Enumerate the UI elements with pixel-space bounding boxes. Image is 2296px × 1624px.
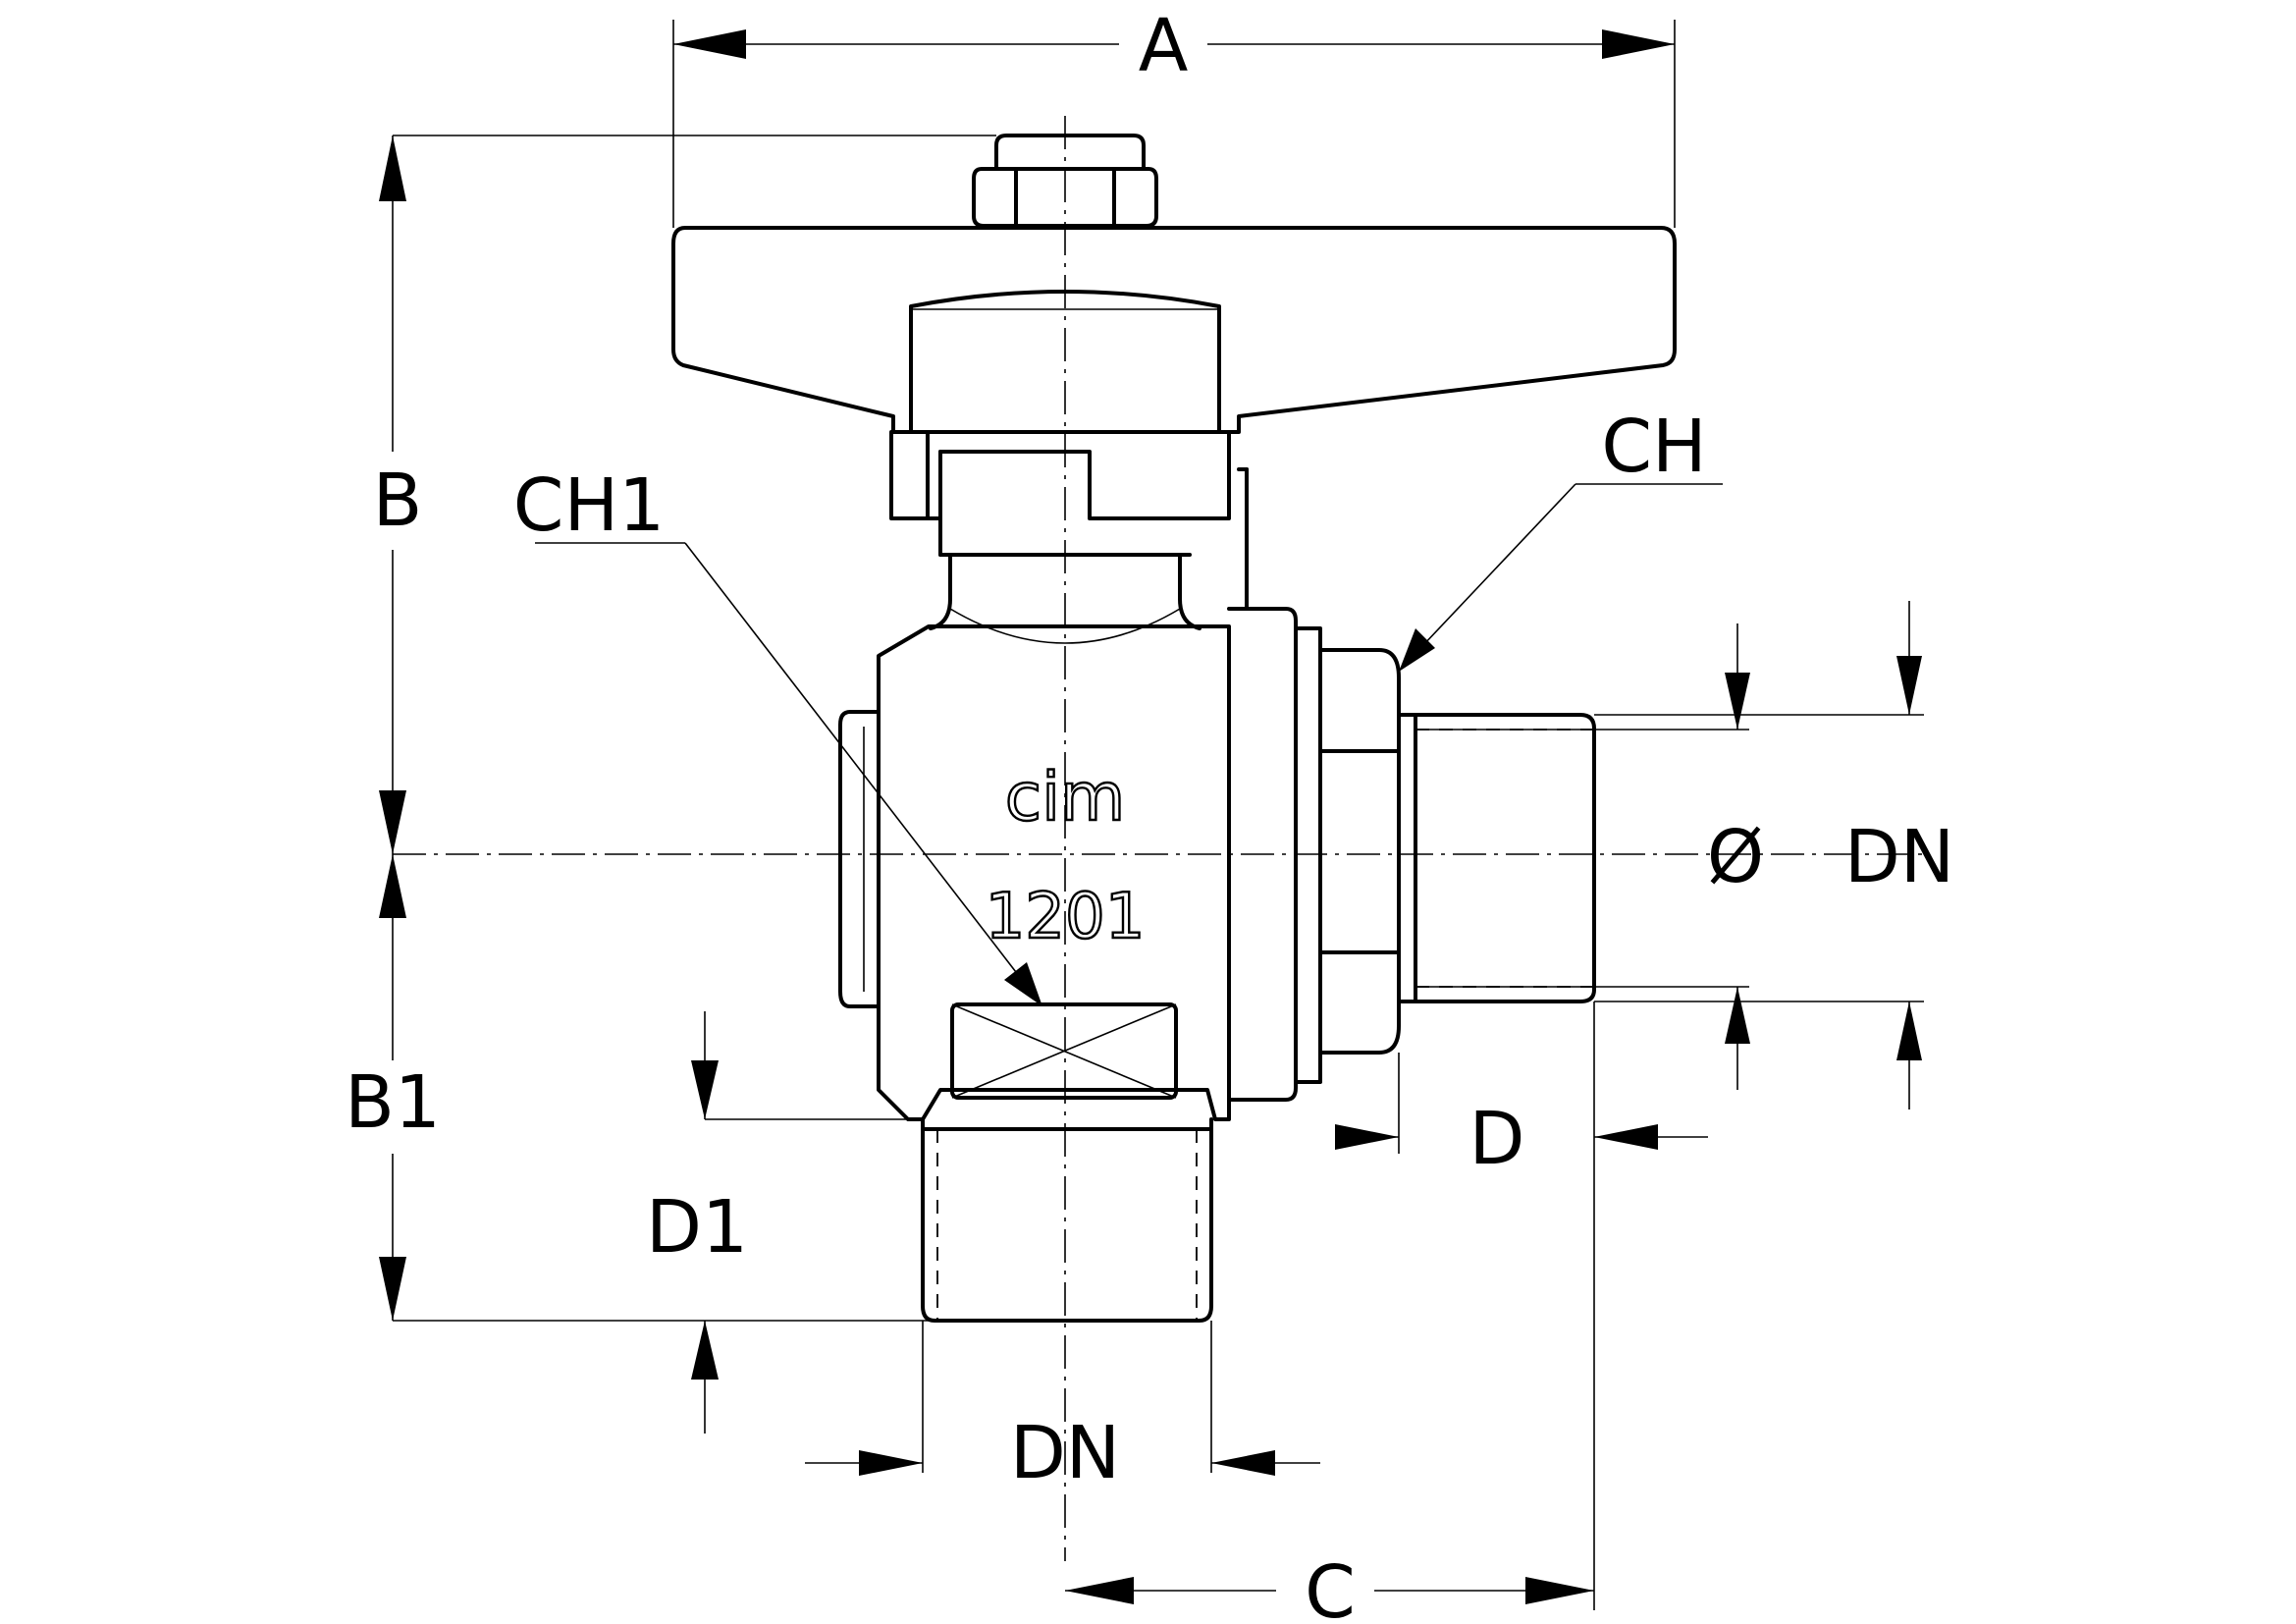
- dimension-d: D: [1335, 1053, 1708, 1181]
- butterfly-handle: [671, 134, 1677, 611]
- label-diameter: Ø: [1707, 815, 1764, 899]
- body-markings: cim 1201: [984, 758, 1146, 954]
- label-b1: B1: [345, 1060, 441, 1145]
- label-b: B: [373, 459, 423, 543]
- label-dn-bottom: DN: [1010, 1411, 1120, 1495]
- dimension-diameter-dn-right: Ø DN: [1415, 601, 1954, 1110]
- label-ch: CH: [1601, 405, 1706, 489]
- brand-marking: cim: [1005, 759, 1126, 837]
- label-d1: D1: [646, 1185, 748, 1270]
- label-dn-right: DN: [1844, 815, 1954, 899]
- dimension-dn-bottom: DN: [805, 1321, 1320, 1495]
- dimension-b: B: [373, 135, 996, 854]
- label-d: D: [1469, 1097, 1525, 1181]
- dimension-d1: D1: [646, 1011, 923, 1434]
- right-port: [1397, 713, 1596, 1003]
- leader-ch: CH: [1399, 405, 1723, 672]
- leader-ch1: CH1: [513, 463, 1042, 1006]
- label-ch1: CH1: [513, 463, 665, 548]
- bottom-port: [921, 1117, 1213, 1323]
- dimension-c: C: [1065, 1001, 1595, 1624]
- dimension-a: A: [672, 4, 1676, 228]
- model-marking: 1201: [986, 881, 1146, 953]
- valve-body: [838, 607, 1401, 1121]
- label-a: A: [1139, 4, 1189, 88]
- dimension-b1: B1: [345, 854, 934, 1322]
- label-c: C: [1305, 1550, 1356, 1624]
- center-lines: [393, 116, 1924, 1561]
